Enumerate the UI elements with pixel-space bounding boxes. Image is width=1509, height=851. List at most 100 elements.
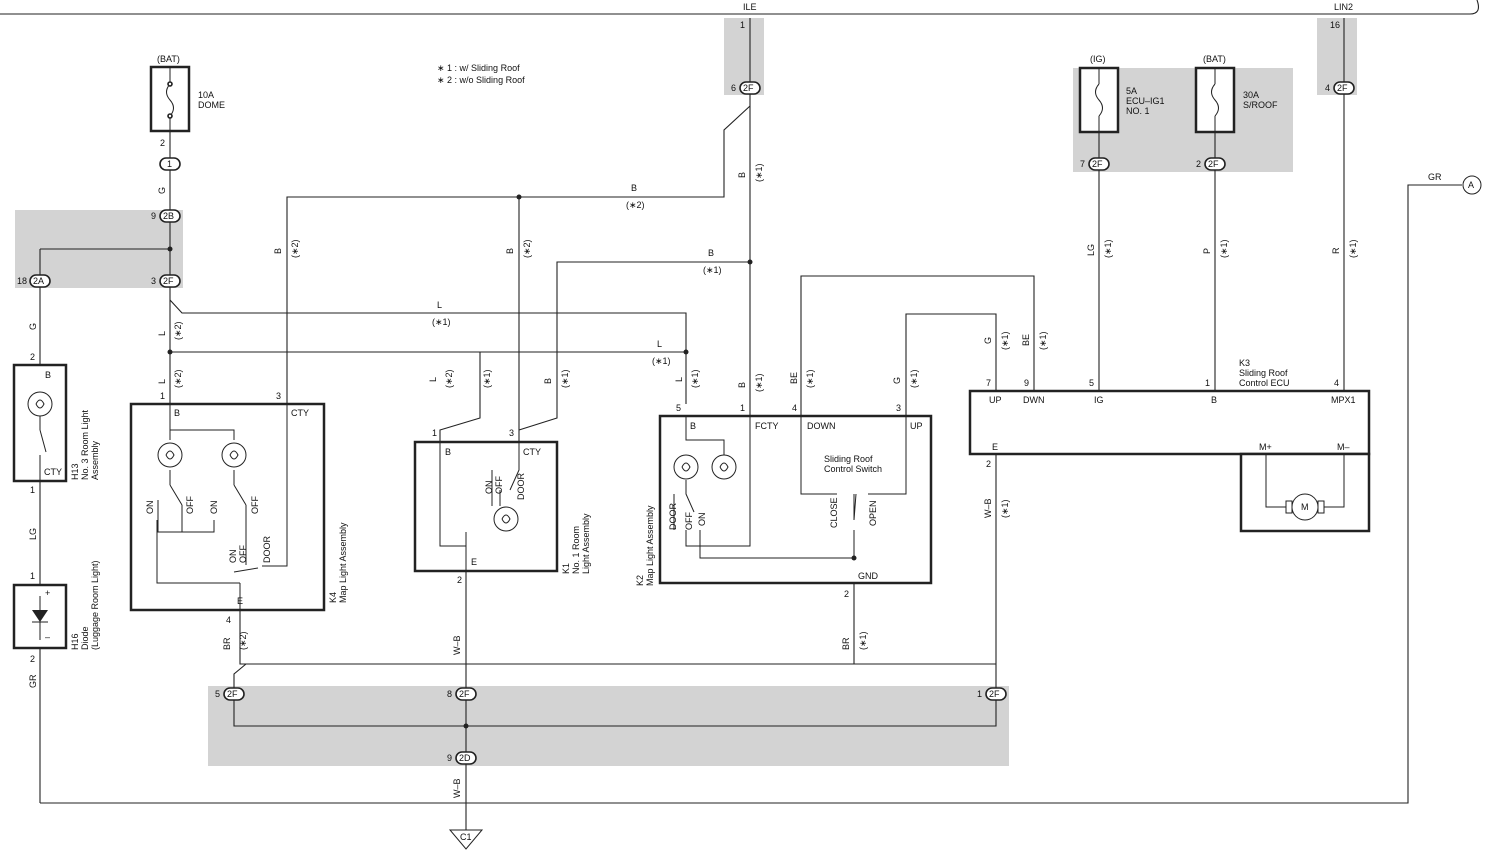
k2-close: CLOSE	[829, 497, 839, 528]
b-s1-line	[518, 261, 750, 431]
k3-name2: Control ECU	[1239, 378, 1290, 388]
k3-box	[968, 389, 1371, 456]
conn-2f-lin2-label: 2F	[1337, 83, 1348, 93]
b-s2-mark: (∗2)	[626, 200, 645, 210]
k4-door: DOOR	[262, 535, 272, 563]
conn-2f-sroof-label: 2F	[1208, 159, 1219, 169]
k4-pin-cty-num: 3	[276, 391, 281, 401]
k4-on-2: ON	[209, 501, 219, 515]
k3-ig: IG	[1094, 395, 1104, 405]
l-k4-mark1: (∗2)	[173, 321, 183, 340]
h13-pin-top: 2	[30, 352, 35, 362]
k3-pin-up: 7	[986, 378, 991, 388]
k1-b-s1-mark: (∗1)	[560, 369, 570, 388]
ground-symbol	[448, 829, 484, 850]
dome-fuse-term2	[167, 113, 173, 119]
k2-down: DOWN	[807, 421, 836, 431]
l-s2-dot-left	[167, 349, 173, 355]
conn-2b-label: 2B	[163, 211, 174, 221]
k2-box	[658, 414, 933, 585]
dome-name: DOME	[198, 100, 225, 110]
ile-b2-label: B	[737, 382, 747, 388]
h13-code: H13	[70, 463, 80, 480]
k4-lamp-1	[157, 442, 183, 468]
k4-off-1: OFF	[185, 496, 195, 514]
k1-cty: CTY	[523, 447, 541, 457]
h13-pin-bot: 1	[30, 485, 35, 495]
ile-b-mark: (∗1)	[754, 163, 764, 182]
k4-br-label: BR	[222, 637, 232, 650]
conn-2d-label: 2D	[459, 753, 471, 763]
k1-b-s1: B	[543, 378, 553, 384]
k2-off: OFF	[684, 512, 694, 530]
conn-2b-pin: 9	[151, 211, 156, 221]
k4-e: E	[237, 596, 243, 606]
dome-rating: 10A	[198, 90, 214, 100]
h16-plus: +	[45, 588, 50, 598]
ile-2f-pin: 6	[731, 83, 736, 93]
k4-lamp-2	[221, 442, 247, 468]
be-mark-1: (∗1)	[805, 369, 815, 388]
k1-on: ON	[484, 481, 494, 495]
k1-l-label: L	[428, 377, 438, 382]
k2-filament-1	[681, 462, 691, 472]
k2-pin-b: 5	[676, 403, 681, 413]
conn-2f-bot-8-label: 2F	[459, 689, 470, 699]
h16-pin-bot: 2	[30, 654, 35, 664]
k4-on-3: ON	[228, 550, 238, 564]
lin2-2f-pin: 4	[1325, 83, 1330, 93]
k1-door: DOOR	[516, 472, 526, 500]
k2-name: Map Light Assembly	[645, 505, 655, 586]
k2-internal	[673, 416, 907, 559]
k2-on: ON	[697, 513, 707, 527]
k3-motor-brush-r	[1317, 500, 1325, 514]
l-k4-mark2: (∗2)	[173, 369, 183, 388]
k1-cty-mark: (∗2)	[522, 239, 532, 258]
ig-source: (IG)	[1090, 54, 1106, 64]
k2-l-mark: (∗1)	[690, 369, 700, 388]
be-label-1: BE	[789, 372, 799, 384]
note-1: ∗ 1 : w/ Sliding Roof	[437, 63, 520, 73]
k3-wb-label: W–B	[983, 498, 993, 518]
g-mark-2: (∗1)	[1000, 331, 1010, 350]
ile-b2-mark: (∗1)	[754, 373, 764, 392]
conn-2f-ig-label: 2F	[1092, 159, 1103, 169]
k1-code: K1	[561, 563, 571, 574]
k4-filament-2	[229, 450, 239, 460]
sroof-p-label: P	[1202, 248, 1212, 254]
conn-2f-ile-label: 2F	[743, 83, 754, 93]
k3-mminus: M–	[1337, 442, 1350, 452]
k2-filament-2	[719, 462, 729, 472]
conn-2f-left-pin: 3	[151, 276, 156, 286]
h16-gr-label: GR	[28, 674, 38, 688]
l-s2-mark: (∗1)	[652, 356, 671, 366]
sroof-p-mark: (∗1)	[1219, 239, 1229, 258]
k4-off-2: OFF	[250, 496, 260, 514]
k3-mplus: M+	[1259, 442, 1272, 452]
lin2-pin-top: 16	[1330, 20, 1340, 30]
k3-pin-mpx: 4	[1334, 378, 1339, 388]
k4-cty-wire	[286, 196, 519, 404]
k2-pin-gnd: 2	[844, 589, 849, 599]
ig-2f-pin: 7	[1080, 159, 1085, 169]
ref-c1: C1	[460, 832, 472, 842]
k1-l-wire	[439, 351, 686, 442]
b-s1-mark: (∗1)	[703, 265, 722, 275]
k2-gnd-dot	[851, 555, 857, 561]
h16-minus: –	[45, 632, 50, 642]
ig-name: ECU–IG1	[1126, 96, 1165, 106]
k1-pin-cty-num: 3	[509, 428, 514, 438]
h13-g-label: G	[28, 323, 38, 330]
k4-br-to-2f	[233, 663, 247, 688]
k3-motor-wire	[1265, 454, 1345, 508]
k1-box	[413, 440, 559, 573]
h13-pin-b: B	[45, 370, 51, 380]
k2-switch-name2: Control Switch	[824, 464, 882, 474]
k2-pin-fcty: 1	[740, 403, 745, 413]
ig-lg-mark: (∗1)	[1103, 239, 1113, 258]
k1-wb-label: W–B	[452, 635, 462, 655]
k3-pin-b: 1	[1205, 378, 1210, 388]
k2-b: B	[690, 421, 696, 431]
l-s2-label: L	[657, 339, 662, 349]
h16-code: H16	[70, 633, 80, 650]
